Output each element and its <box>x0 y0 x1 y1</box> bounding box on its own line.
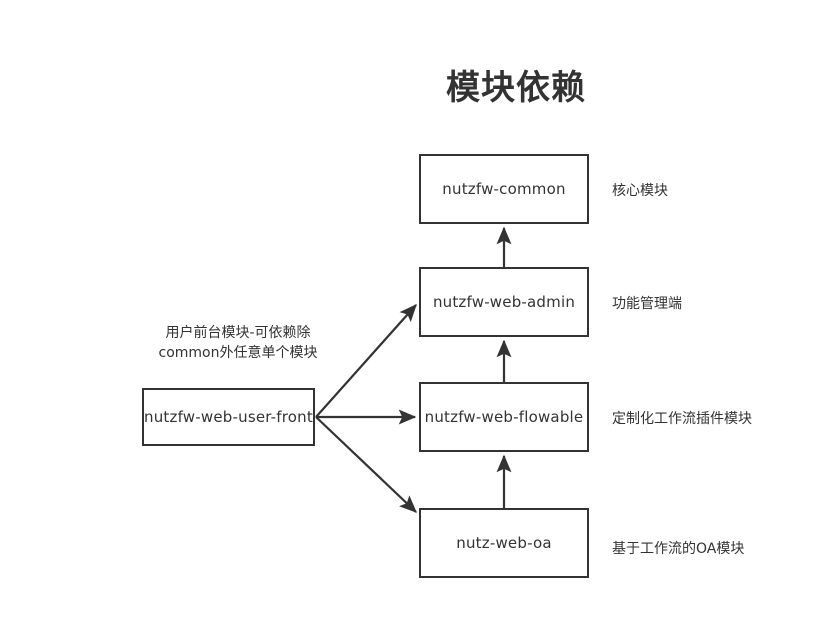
node-label: nutzfw-web-flowable <box>424 408 584 426</box>
edge-userfront-to-oa <box>315 416 417 513</box>
note-nutzfw-common: 核心模块 <box>612 183 668 199</box>
node-nutzfw-web-flowable[interactable]: nutzfw-web-flowable <box>419 382 589 452</box>
node-label: nutzfw-common <box>442 180 566 198</box>
node-nutzfw-common[interactable]: nutzfw-common <box>419 154 589 224</box>
node-nutz-web-oa[interactable]: nutz-web-oa <box>419 508 589 578</box>
annotation-line-1: 用户前台模块-可依赖除 <box>165 325 311 341</box>
node-nutzfw-web-admin[interactable]: nutzfw-web-admin <box>419 267 589 337</box>
page-title-text: 模块依赖 <box>446 68 586 108</box>
note-nutzfw-web-admin: 功能管理端 <box>612 296 682 312</box>
node-nutzfw-web-user-front[interactable]: nutzfw-web-user-front <box>142 388 315 446</box>
annotation-line-2: common外任意单个模块 <box>158 345 318 361</box>
node-label: nutzfw-web-user-front <box>144 408 313 426</box>
note-nutzfw-web-flowable: 定制化工作流插件模块 <box>612 411 752 427</box>
note-nutz-web-oa: 基于工作流的OA模块 <box>612 541 745 557</box>
node-label: nutz-web-oa <box>456 534 552 552</box>
page-title: 模块依赖 <box>0 60 840 109</box>
node-label: nutzfw-web-admin <box>432 293 576 311</box>
annotation-user-front: 用户前台模块-可依赖除 common外任意单个模块 <box>143 323 333 363</box>
